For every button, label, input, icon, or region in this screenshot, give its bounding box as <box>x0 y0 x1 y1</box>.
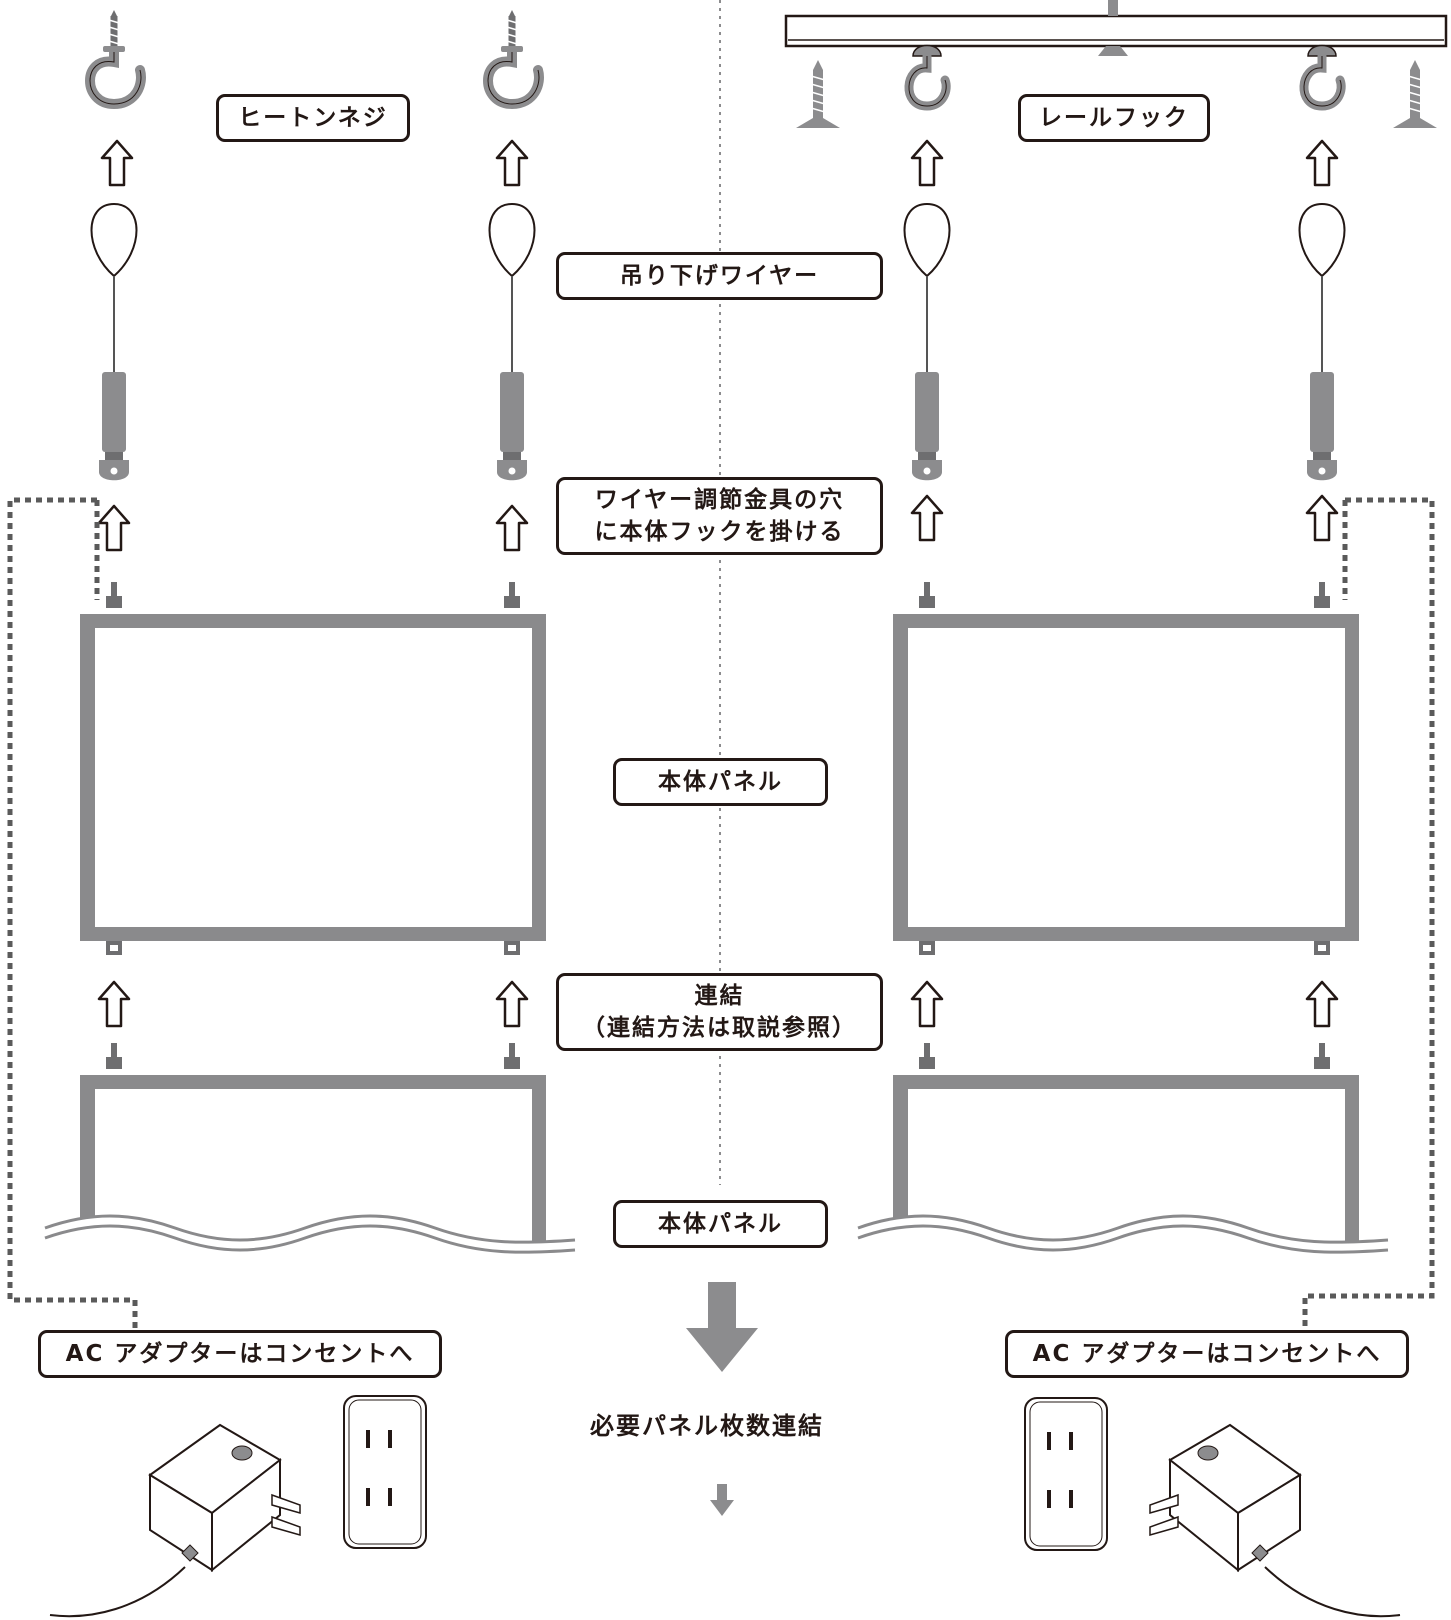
label-eye-screw-text: ヒートンネジ <box>238 105 388 131</box>
up-arrow-icon <box>495 504 529 552</box>
right-wire-2 <box>1298 203 1346 482</box>
up-arrow-icon <box>1305 139 1339 187</box>
up-arrow-icon <box>910 494 944 542</box>
down-arrow-icon <box>710 1484 734 1516</box>
left-eye-screw-2 <box>488 10 539 104</box>
left-eye-screw-1 <box>90 10 141 104</box>
label-panel-2-text: 本体パネル <box>658 1211 783 1237</box>
up-arrow-icon <box>910 139 944 187</box>
ceiling-rail-icon <box>784 0 1448 56</box>
up-arrow-icon <box>910 980 944 1028</box>
label-rail-hook: レールフック <box>1018 94 1210 142</box>
up-arrow-icon <box>97 504 131 552</box>
label-panel-2: 本体パネル <box>613 1200 828 1248</box>
up-arrow-icon <box>100 139 134 187</box>
up-arrow-icon <box>495 139 529 187</box>
right-power-cable <box>1302 497 1435 1330</box>
rail-hook-icon <box>909 46 946 107</box>
left-wire-2 <box>488 203 536 482</box>
rail-hook-icon <box>1304 46 1341 107</box>
left-power-cable <box>7 497 138 1330</box>
label-panel-1-text: 本体パネル <box>658 769 783 795</box>
up-arrow-icon <box>1305 980 1339 1028</box>
right-panel-2 <box>857 1043 1389 1280</box>
label-rail-hook-text: レールフック <box>1039 105 1189 131</box>
ac-adapter-icon <box>49 1424 301 1618</box>
label-adapter-right-text: AC アダプターはコンセントへ <box>1032 1341 1382 1367</box>
label-wire-fitting-line2: に本体フックを掛ける <box>594 519 845 545</box>
left-panel-1 <box>80 582 546 955</box>
label-wire-fitting: ワイヤー調節金具の穴 に本体フックを掛ける <box>556 477 883 555</box>
wall-outlet-icon <box>1024 1397 1108 1551</box>
label-wire: 吊り下げワイヤー <box>556 252 883 300</box>
right-wire-1 <box>903 203 951 482</box>
wood-screw-icon <box>1392 59 1438 129</box>
label-wire-text: 吊り下げワイヤー <box>619 263 820 289</box>
label-adapter-left: AC アダプターはコンセントへ <box>38 1330 442 1378</box>
up-arrow-icon <box>97 980 131 1028</box>
ac-adapter-icon <box>1149 1424 1401 1618</box>
left-panel-2 <box>44 1043 576 1280</box>
label-connect-line2: （連結方法は取説参照） <box>582 1015 857 1041</box>
up-arrow-icon <box>495 980 529 1028</box>
wood-screw-icon <box>795 59 841 129</box>
label-connect: 連結 （連結方法は取説参照） <box>556 973 883 1051</box>
label-panel-1: 本体パネル <box>613 758 828 806</box>
right-panel-1 <box>893 582 1359 955</box>
label-repeat: 必要パネル枚数連結 <box>590 1412 824 1440</box>
label-connect-line1: 連結 <box>694 983 745 1009</box>
up-arrow-icon <box>1305 494 1339 542</box>
label-eye-screw: ヒートンネジ <box>216 94 410 142</box>
label-wire-fitting-line1: ワイヤー調節金具の穴 <box>594 487 845 513</box>
label-adapter-left-text: AC アダプターはコンセントへ <box>65 1341 415 1367</box>
down-arrow-icon <box>686 1282 758 1372</box>
left-wire-1 <box>90 203 138 482</box>
wall-outlet-icon <box>343 1395 427 1549</box>
label-adapter-right: AC アダプターはコンセントへ <box>1005 1330 1409 1378</box>
